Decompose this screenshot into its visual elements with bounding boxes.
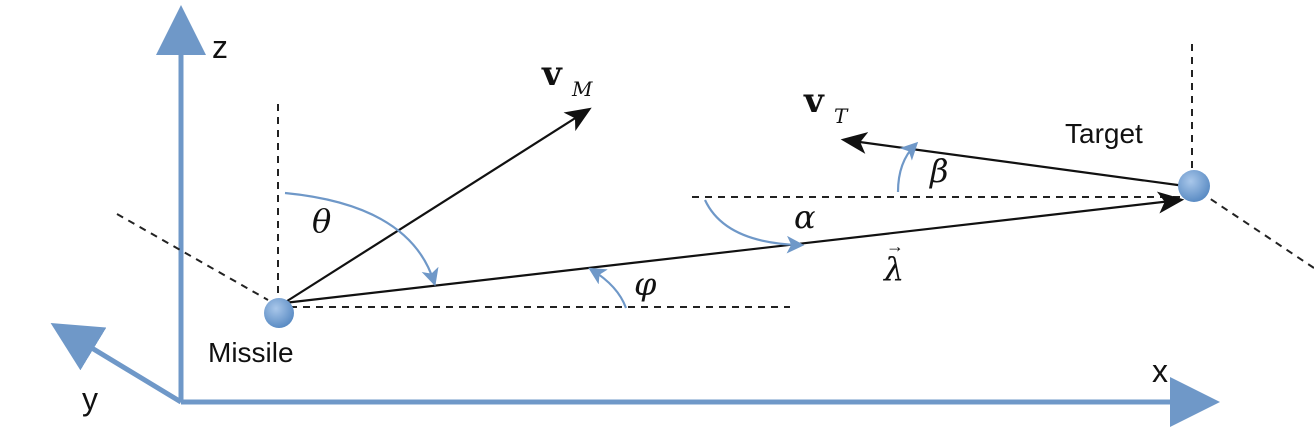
- phi-label: φ: [634, 265, 657, 303]
- target-label: Target: [1065, 118, 1143, 149]
- v-t-subscript: T: [834, 104, 849, 128]
- beta-angle-arc: [896, 141, 919, 193]
- z-axis-label: z: [212, 29, 228, 65]
- theta-angle-arc: [284, 191, 439, 287]
- target-diagonal-reference: [1199, 191, 1314, 269]
- phi-angle-arc: [588, 267, 628, 309]
- missile-label: Missile: [208, 337, 294, 368]
- theta-label: θ: [312, 202, 331, 240]
- alpha-label: α: [794, 198, 816, 236]
- beta-label: β: [929, 152, 949, 190]
- x-axis-label: x: [1152, 353, 1168, 389]
- y-axis-line: [50, 323, 183, 405]
- missile-diagonal-reference: [116, 213, 269, 301]
- alpha-angle-arc: [704, 199, 805, 254]
- missile-velocity-vector: [283, 107, 592, 304]
- v-m-subscript: M: [571, 77, 593, 101]
- target-point: [1178, 170, 1210, 202]
- missile-point: [264, 298, 294, 328]
- v-m-label: v: [541, 54, 563, 94]
- lambda-label: λ: [882, 250, 904, 288]
- v-t-label: v: [803, 81, 825, 121]
- lambda-vector-arrow: →: [886, 236, 904, 256]
- y-axis-label: y: [82, 381, 98, 417]
